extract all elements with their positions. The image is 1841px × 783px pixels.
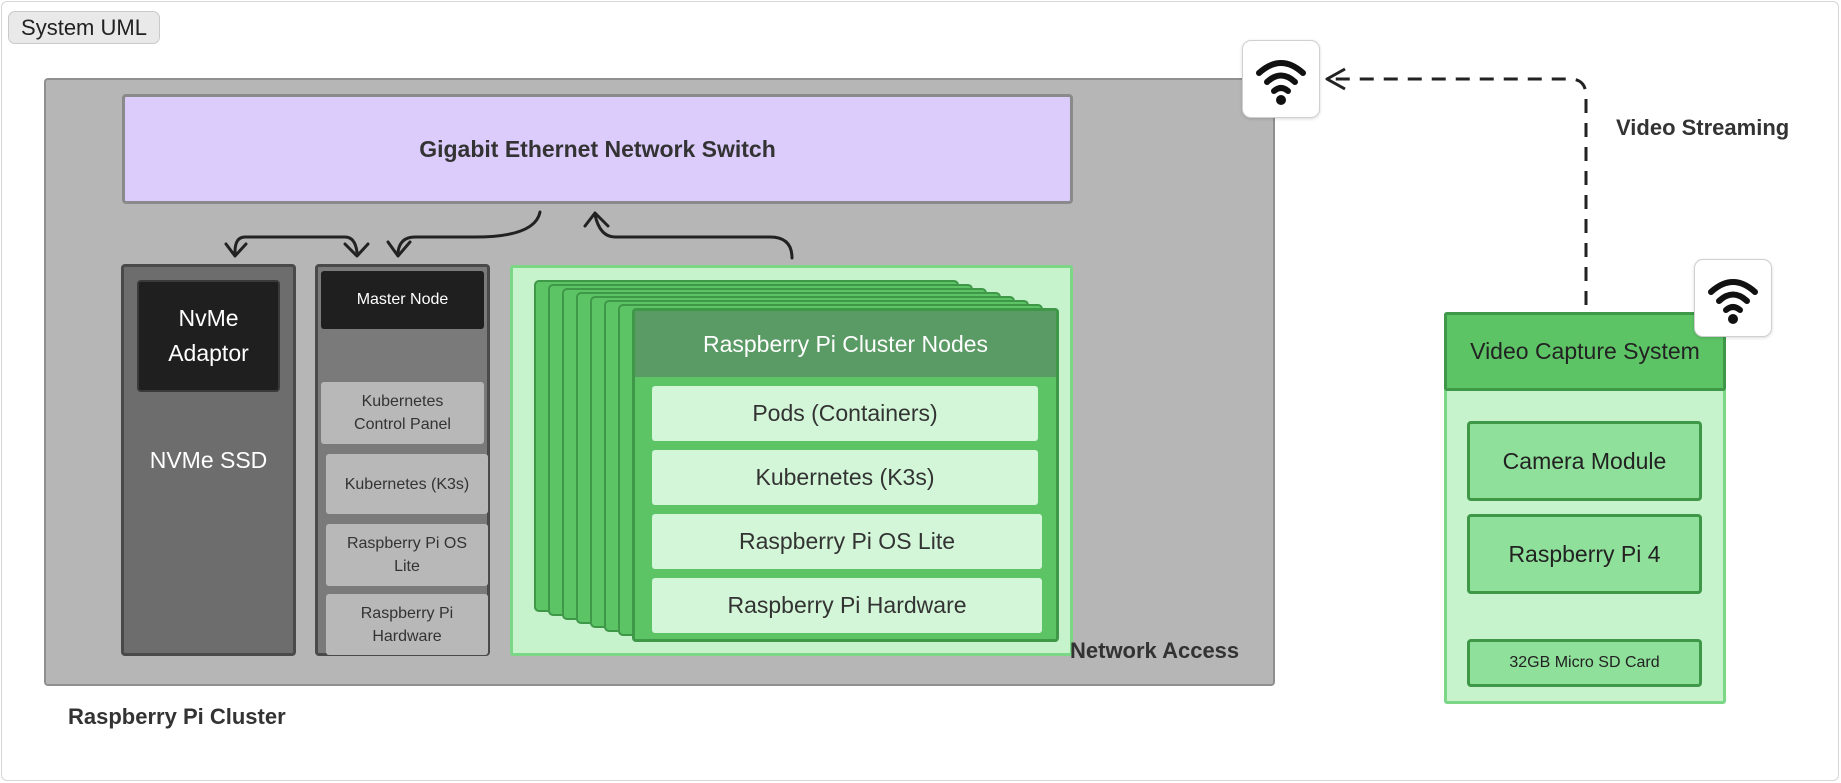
video-streaming-link	[1330, 77, 1588, 305]
video-streaming-label: Video Streaming	[1616, 115, 1790, 140]
master-layer-line1: Raspberry Pi OS	[346, 535, 468, 552]
network-switch-label: Gigabit Ethernet Network Switch	[419, 135, 776, 162]
node-layer-os: Raspberry Pi OS Lite	[652, 514, 1042, 569]
arrowhead	[343, 242, 370, 258]
diagram-title: System UML	[8, 11, 160, 44]
master-node-title: Master Node	[321, 271, 484, 329]
master-layer-line1: Kubernetes	[361, 393, 444, 410]
arrow-switch-to-nodes	[396, 210, 542, 254]
arrow-storage-master	[233, 235, 359, 254]
nvme-adaptor-line2: Adaptor	[168, 340, 249, 366]
nvme-ssd-label: NVMe SSD	[149, 446, 268, 473]
node-layer-k3s: Kubernetes (K3s)	[652, 450, 1038, 505]
master-layer-line2: Hardware	[372, 627, 442, 645]
master-layer-os: Raspberry Pi OS Lite	[326, 524, 488, 586]
arrowhead	[224, 242, 248, 258]
nvme-adaptor: NvMe Adaptor	[137, 280, 280, 392]
micro-sd-card: 32GB Micro SD Card	[1467, 639, 1702, 687]
video-capture-system-title: Video Capture System	[1444, 312, 1726, 391]
master-layer-line2: Control Panel	[354, 416, 451, 433]
nvme-adaptor-line1: NvMe	[178, 305, 239, 331]
master-layer-line1: Kubernetes (K3s)	[344, 475, 470, 493]
arrow-nodes-to-switch	[593, 213, 794, 260]
master-layer-hardware: Raspberry Pi Hardware	[326, 594, 488, 655]
wifi-icon	[1694, 259, 1772, 337]
master-layer-line1: Raspberry Pi	[360, 604, 454, 622]
arrowhead	[1325, 67, 1346, 91]
master-layer-control-panel: Kubernetes Control Panel	[321, 382, 484, 444]
cluster-nodes-title: Raspberry Pi Cluster Nodes	[635, 311, 1056, 377]
master-layer-line2: Lite	[394, 558, 420, 575]
master-layer-k3s: Kubernetes (K3s)	[326, 454, 488, 514]
network-switch: Gigabit Ethernet Network Switch	[122, 94, 1073, 204]
cluster-label: Raspberry Pi Cluster	[68, 704, 286, 729]
node-layer-hardware: Raspberry Pi Hardware	[652, 578, 1042, 633]
raspberry-pi-4: Raspberry Pi 4	[1467, 514, 1702, 594]
arrowhead	[386, 240, 412, 258]
arrowhead	[583, 211, 610, 228]
wifi-icon	[1242, 40, 1320, 118]
node-layer-pods: Pods (Containers)	[652, 386, 1038, 441]
camera-module: Camera Module	[1467, 421, 1702, 501]
network-access-label: Network Access	[1070, 638, 1240, 663]
